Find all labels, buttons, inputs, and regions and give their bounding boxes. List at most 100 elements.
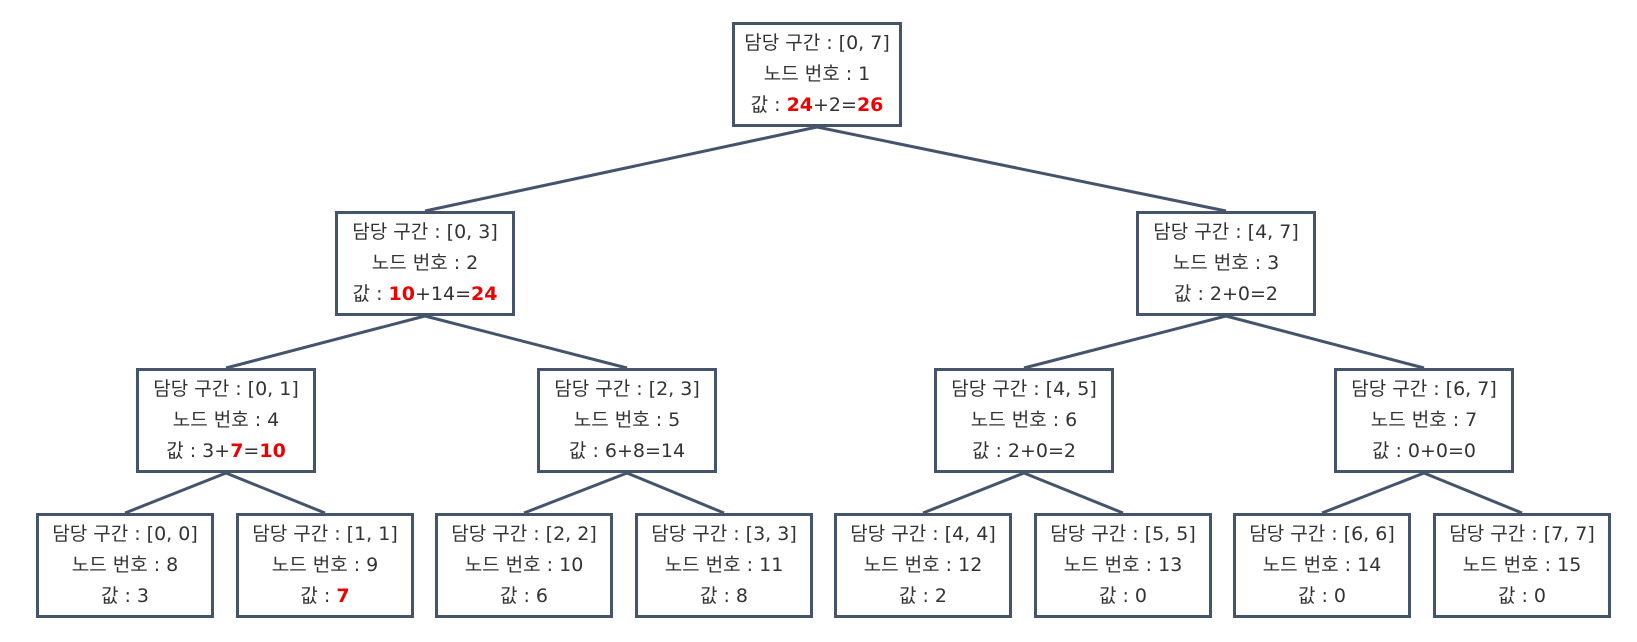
node-number-label: 노드 번호 : 10 (464, 554, 584, 576)
value-highlight: 7 (230, 440, 244, 462)
node-range-label: 담당 구간 : [0, 1] (153, 378, 299, 400)
node-value-label: 값 : 2+0=2 (1174, 279, 1278, 310)
node-range-label: 담당 구간 : [1, 1] (252, 523, 398, 545)
value-text: 값 : 8 (699, 585, 749, 607)
tree-node-9: 담당 구간 : [1, 1] 노드 번호 : 9 값 : 7 (236, 513, 414, 618)
value-highlight: 7 (336, 585, 350, 607)
edge-2-5 (424, 314, 628, 370)
node-value-label: 값 : 3 (101, 581, 149, 612)
node-value-label: 값 : 0 (1498, 581, 1546, 612)
value-text: 값 : 2 (898, 585, 948, 607)
edge-6-13 (1023, 471, 1124, 515)
tree-node-7: 담당 구간 : [6, 7] 노드 번호 : 7 값 : 0+0=0 (1334, 368, 1514, 473)
value-highlight: 10 (259, 440, 286, 462)
node-range-label: 담당 구간 : [0, 3] (352, 221, 498, 243)
value-text: 값 : (750, 94, 787, 116)
tree-node-10: 담당 구간 : [2, 2] 노드 번호 : 10 값 : 6 (435, 513, 613, 618)
node-range-label: 담당 구간 : [6, 6] (1249, 523, 1395, 545)
node-number-label: 노드 번호 : 4 (172, 409, 280, 431)
tree-node-4: 담당 구간 : [0, 1] 노드 번호 : 4 값 : 3+7=10 (136, 368, 316, 473)
value-highlight: 26 (856, 94, 884, 116)
node-range-label: 담당 구간 : [4, 4] (850, 523, 996, 545)
value-text: 값 : 0+0=0 (1371, 440, 1477, 462)
edge-5-10 (523, 471, 628, 515)
edge-7-14 (1321, 471, 1425, 515)
tree-node-15: 담당 구간 : [7, 7] 노드 번호 : 15 값 : 0 (1433, 513, 1611, 618)
value-text: = (243, 440, 260, 462)
node-number-label: 노드 번호 : 11 (664, 554, 784, 576)
node-value-label: 값 : 2 (899, 581, 947, 612)
edge-1-2 (424, 125, 818, 213)
edge-5-11 (626, 471, 725, 515)
tree-node-12: 담당 구간 : [4, 4] 노드 번호 : 12 값 : 2 (834, 513, 1012, 618)
node-range-label: 담당 구간 : [0, 0] (52, 523, 198, 545)
node-value-label: 값 : 8 (700, 581, 748, 612)
node-value-label: 값 : 3+7=10 (166, 436, 286, 467)
edge-3-7 (1225, 314, 1425, 370)
node-value-label: 값 : 0 (1298, 581, 1346, 612)
node-number-label: 노드 번호 : 15 (1462, 554, 1582, 576)
value-text: 값 : 2+0=2 (971, 440, 1077, 462)
value-text: 값 : (352, 283, 389, 305)
node-number-label: 노드 번호 : 14 (1262, 554, 1382, 576)
node-number-label: 노드 번호 : 3 (1172, 252, 1280, 274)
node-number-label: 노드 번호 : 8 (71, 554, 179, 576)
tree-node-14: 담당 구간 : [6, 6] 노드 번호 : 14 값 : 0 (1233, 513, 1411, 618)
node-range-label: 담당 구간 : [2, 2] (451, 523, 597, 545)
node-value-label: 값 : 6 (500, 581, 548, 612)
node-range-label: 담당 구간 : [7, 7] (1449, 523, 1595, 545)
tree-node-5: 담당 구간 : [2, 3] 노드 번호 : 5 값 : 6+8=14 (537, 368, 717, 473)
edge-4-8 (124, 471, 227, 515)
node-value-label: 값 : 0+0=0 (1372, 436, 1476, 467)
edge-2-4 (225, 314, 426, 370)
tree-node-6: 담당 구간 : [4, 5] 노드 번호 : 6 값 : 2+0=2 (934, 368, 1114, 473)
edge-7-15 (1423, 471, 1523, 515)
node-range-label: 담당 구간 : [5, 5] (1050, 523, 1196, 545)
node-value-label: 값 : 6+8=14 (569, 436, 685, 467)
edge-4-9 (225, 471, 326, 515)
value-text: 값 : 2+0=2 (1173, 283, 1279, 305)
value-text: +14= (414, 283, 471, 305)
node-range-label: 담당 구간 : [6, 7] (1351, 378, 1497, 400)
node-number-label: 노드 번호 : 9 (271, 554, 379, 576)
value-text: +2= (813, 94, 857, 116)
node-value-label: 값 : 7 (300, 581, 349, 612)
value-text: 값 : 0 (1098, 585, 1148, 607)
value-text: 값 : (300, 585, 337, 607)
value-text: 값 : 6 (499, 585, 549, 607)
node-value-label: 값 : 2+0=2 (972, 436, 1076, 467)
value-highlight: 10 (388, 283, 415, 305)
node-number-label: 노드 번호 : 2 (371, 252, 479, 274)
edge-1-3 (816, 125, 1227, 213)
value-text: 값 : 3+ (166, 440, 231, 462)
node-number-label: 노드 번호 : 6 (970, 409, 1078, 431)
node-value-label: 값 : 24+2=26 (751, 90, 884, 121)
value-highlight: 24 (786, 94, 814, 116)
node-number-label: 노드 번호 : 1 (763, 63, 871, 85)
tree-node-3: 담당 구간 : [4, 7] 노드 번호 : 3 값 : 2+0=2 (1136, 211, 1316, 316)
node-number-label: 노드 번호 : 12 (863, 554, 983, 576)
node-number-label: 노드 번호 : 7 (1370, 409, 1478, 431)
value-text: 값 : 3 (100, 585, 150, 607)
node-range-label: 담당 구간 : [2, 3] (554, 378, 700, 400)
edge-3-6 (1023, 314, 1227, 370)
node-range-label: 담당 구간 : [0, 7] (744, 32, 890, 54)
node-number-label: 노드 번호 : 5 (573, 409, 681, 431)
node-value-label: 값 : 0 (1099, 581, 1147, 612)
value-text: 값 : 0 (1497, 585, 1547, 607)
tree-node-1: 담당 구간 : [0, 7] 노드 번호 : 1 값 : 24+2=26 (732, 22, 902, 127)
node-range-label: 담당 구간 : [3, 3] (651, 523, 797, 545)
tree-node-2: 담당 구간 : [0, 3] 노드 번호 : 2 값 : 10+14=24 (335, 211, 515, 316)
value-text: 값 : 0 (1297, 585, 1347, 607)
edge-6-12 (922, 471, 1025, 515)
value-highlight: 24 (471, 283, 498, 305)
node-range-label: 담당 구간 : [4, 7] (1153, 221, 1299, 243)
tree-node-11: 담당 구간 : [3, 3] 노드 번호 : 11 값 : 8 (635, 513, 813, 618)
tree-node-8: 담당 구간 : [0, 0] 노드 번호 : 8 값 : 3 (36, 513, 214, 618)
node-value-label: 값 : 10+14=24 (353, 279, 498, 310)
value-text: 값 : 6+8=14 (568, 440, 686, 462)
node-range-label: 담당 구간 : [4, 5] (951, 378, 1097, 400)
